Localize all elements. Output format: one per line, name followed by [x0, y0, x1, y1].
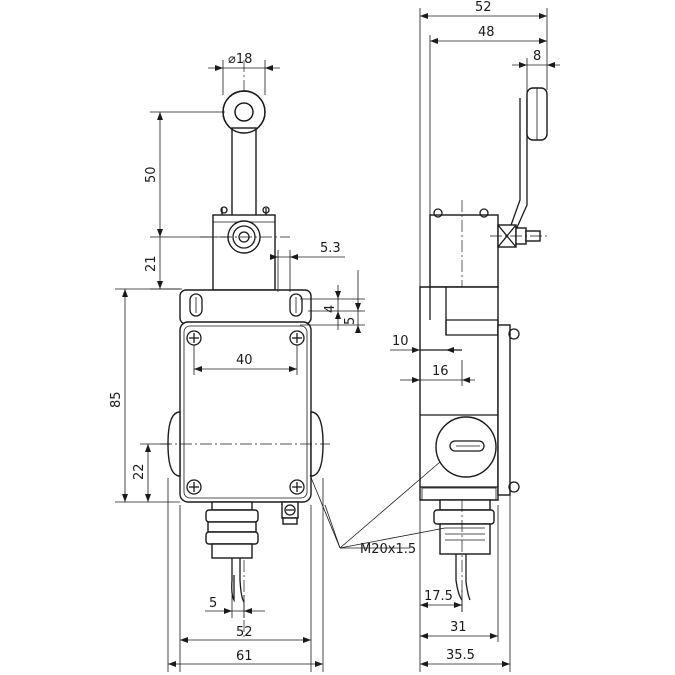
- label-31: 31: [450, 620, 467, 635]
- side-cover: [497, 324, 511, 496]
- label-10: 10: [392, 334, 409, 349]
- lever-arm: [231, 127, 257, 219]
- label-dia18: ⌀18: [228, 52, 252, 67]
- side-cable-gland: [433, 499, 495, 601]
- front-view: [160, 60, 330, 640]
- side-gland: [435, 416, 497, 478]
- label-52-side: 52: [475, 0, 492, 15]
- label-40: 40: [236, 353, 253, 368]
- label-61: 61: [236, 649, 253, 664]
- label-52-front: 52: [236, 625, 253, 640]
- label-35-5: 35.5: [446, 648, 475, 663]
- label-50: 50: [144, 166, 159, 183]
- switch-body: [179, 321, 312, 503]
- front-dimensions: [115, 60, 365, 672]
- label-4: 4: [323, 305, 338, 313]
- label-5-right: 5: [343, 317, 358, 325]
- thread-callout: M20x1.5: [360, 542, 416, 557]
- label-16: 16: [432, 364, 449, 379]
- side-head: [429, 214, 499, 288]
- label-85: 85: [109, 391, 124, 408]
- label-17-5: 17.5: [424, 589, 453, 604]
- label-48: 48: [478, 25, 495, 40]
- cable-gland: [205, 501, 259, 603]
- label-8: 8: [533, 49, 541, 64]
- label-5-bottom: 5: [209, 596, 217, 611]
- label-21: 21: [144, 255, 159, 272]
- label-22: 22: [132, 463, 147, 480]
- label-5-3: 5.3: [320, 241, 341, 256]
- dimension-labels: ⌀18 50 21 5.3 4 5 40 85 22 5 52 61 52 48…: [109, 0, 541, 664]
- side-lever: [509, 98, 528, 234]
- side-view: [419, 87, 550, 612]
- side-dimensions: [309, 8, 560, 672]
